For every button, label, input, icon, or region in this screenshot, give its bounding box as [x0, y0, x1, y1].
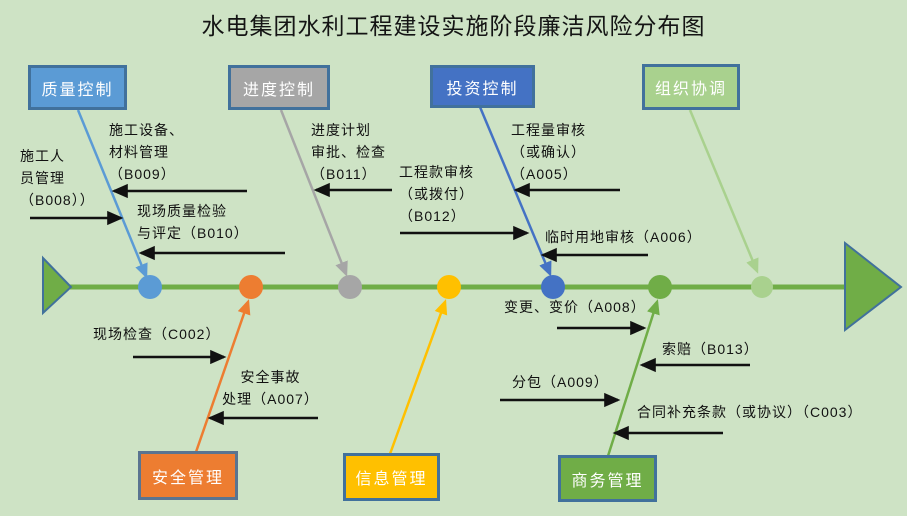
label-b011: 进度计划 审批、检查 （B011） [311, 122, 386, 182]
business-management-box: 商务管理 [558, 455, 657, 502]
safety-branch-line [194, 299, 251, 453]
safety-node-circle [239, 275, 263, 299]
information-branch-line [388, 299, 448, 455]
business-node-circle [648, 275, 672, 299]
safety-management-box: 安全管理 [138, 451, 238, 500]
label-a008: 变更、变价（A008） [504, 299, 646, 315]
spine-start-arrowhead-icon [42, 255, 73, 316]
coordination-branch-line [688, 109, 759, 274]
schedule-control-box: 进度控制 [228, 65, 330, 110]
label-b008: 施工人 员管理 （B008）） [20, 148, 95, 208]
label-a007: 安全事故 处理（A007） [222, 369, 319, 407]
label-a006: 临时用地审核（A006） [545, 229, 702, 245]
label-c003: 合同补充条款（或协议）（C003） [637, 404, 863, 420]
information-management-box: 信息管理 [343, 453, 440, 501]
information-node-circle [437, 275, 461, 299]
label-b009: 施工设备、 材料管理 （B009） [109, 122, 184, 182]
label-b012: 工程款审核 （或拨付） （B012） [399, 164, 474, 224]
quality-node-circle [138, 275, 162, 299]
schedule-branch-line [279, 109, 348, 277]
spine-end-arrowhead-icon [844, 240, 903, 333]
coordination-node-circle [751, 276, 773, 298]
label-a005: 工程量审核 （或确认） （A005） [511, 122, 586, 182]
organization-coordination-box: 组织协调 [642, 64, 740, 110]
label-b010: 现场质量检验 与评定（B010） [137, 203, 249, 241]
investment-control-box: 投资控制 [430, 65, 535, 108]
label-a009: 分包（A009） [512, 374, 609, 390]
investment-node-circle [541, 275, 565, 299]
quality-control-box: 质量控制 [28, 65, 127, 110]
schedule-node-circle [338, 275, 362, 299]
label-c002: 现场检查（C002） [93, 326, 221, 342]
label-b013: 索赔（B013） [662, 341, 759, 357]
diagram-title: 水电集团水利工程建设实施阶段廉洁风险分布图 [201, 14, 706, 40]
